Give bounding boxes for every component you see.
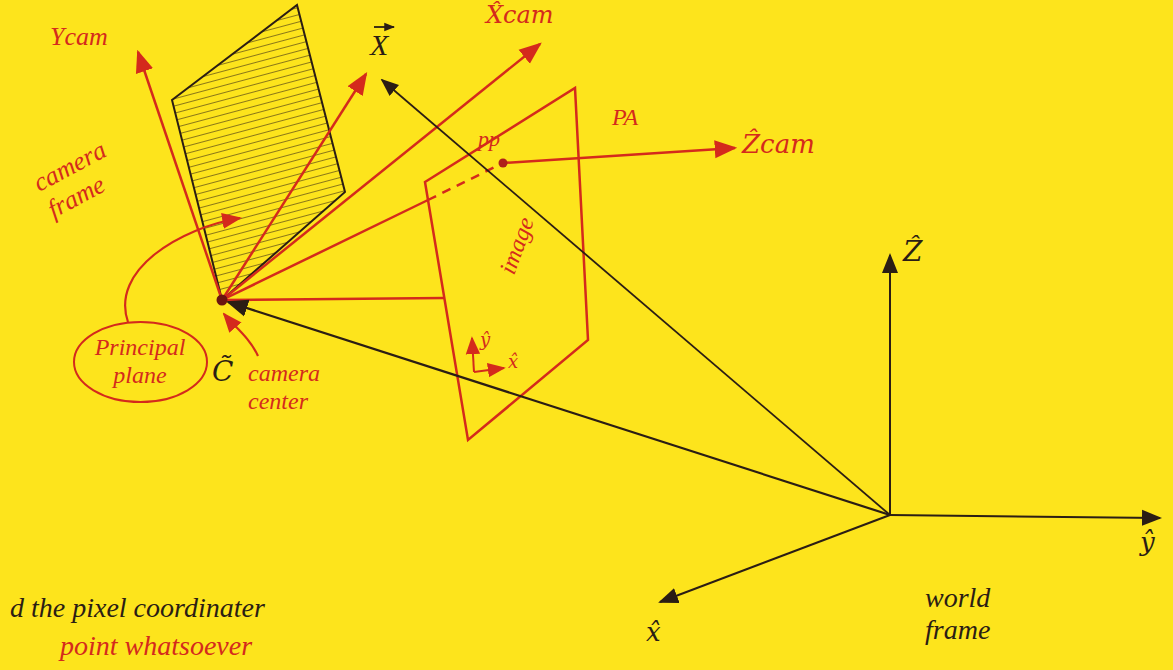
- axis-label: Ycam: [50, 22, 108, 52]
- xcam-axis: [222, 44, 540, 300]
- axis-label: ŷ: [480, 330, 490, 351]
- axis-label: x̂: [508, 352, 518, 373]
- frame-label: camera frame: [29, 135, 126, 224]
- world-z-axis: [889, 255, 891, 515]
- axis-label: X̂cam: [486, 2, 554, 30]
- axis-label: Ẑ: [903, 236, 922, 268]
- principal-axis: [222, 200, 428, 300]
- principal-axis-hidden: [428, 163, 503, 200]
- point-label: camera center: [248, 360, 320, 415]
- axis-label: x̂: [646, 618, 661, 648]
- ray-to-image: [222, 298, 444, 300]
- principal-plane: [172, 5, 345, 300]
- point-label: pp: [478, 126, 500, 151]
- world-x-axis: [660, 515, 890, 602]
- frame-label: world frame: [925, 582, 990, 646]
- principal-point: [499, 159, 508, 168]
- leader-arrow: [224, 314, 258, 356]
- axis-label: Ẑcam: [742, 130, 815, 160]
- ellipse-outline: [74, 322, 207, 402]
- note-text: point whatsoever: [60, 630, 252, 662]
- axis-label: PA: [612, 104, 638, 132]
- vector-accent: [374, 26, 394, 28]
- callout-ellipse: Principal plane: [72, 320, 209, 404]
- camera-center-dot: [217, 295, 228, 306]
- note-text: d the pixel coordinater: [10, 592, 265, 624]
- vector-label: C̃: [212, 356, 233, 388]
- ycam-axis: [138, 52, 222, 300]
- camera-center-vector: [228, 302, 890, 515]
- zcam-axis: [503, 148, 735, 163]
- leader-arrow: [125, 218, 240, 322]
- axis-label: ŷ: [1140, 528, 1155, 558]
- world-point-vector: [382, 80, 890, 515]
- image-x-axis: [474, 368, 504, 372]
- image-plane: [425, 88, 588, 440]
- plane-label: image: [494, 214, 540, 279]
- point-label: X: [370, 28, 388, 63]
- world-y-axis: [890, 515, 1160, 518]
- image-y-axis: [472, 338, 474, 372]
- node-text: Principal plane: [95, 334, 186, 389]
